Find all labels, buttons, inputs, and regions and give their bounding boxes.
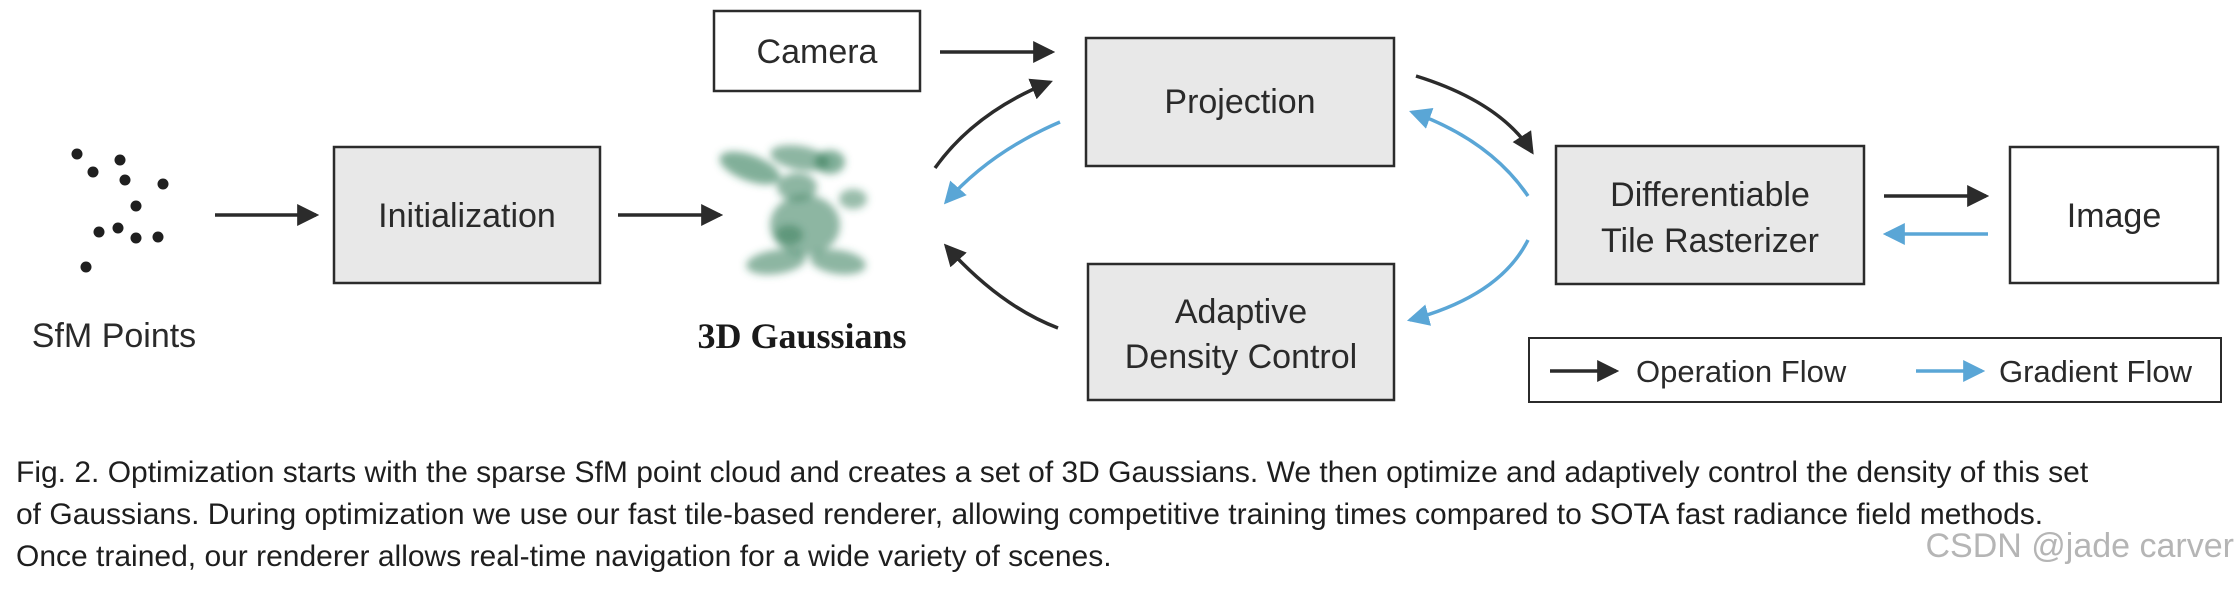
rasterizer-box: Differentiable Tile Rasterizer <box>1554 144 1866 286</box>
legend: Operation Flow Gradient Flow <box>1528 337 2222 403</box>
initialization-label: Initialization <box>378 197 556 235</box>
watermark: CSDN @jade carver <box>1925 527 2235 565</box>
image-label: Image <box>2067 197 2162 235</box>
sfm-point-cloud <box>71 148 169 273</box>
sfm-points-label: SfM Points <box>32 317 196 355</box>
figure-caption: Fig. 2. Optimization starts with the spa… <box>16 452 2226 578</box>
projection-label: Projection <box>1164 83 1315 121</box>
arrow-rasterizer-to-adaptive-gradient <box>1406 239 1530 326</box>
arrow-adaptive-to-gaussians <box>943 243 1059 330</box>
rasterizer-label-line1: Differentiable <box>1610 176 1810 214</box>
adaptive-label-line1: Adaptive <box>1175 293 1307 331</box>
caption-line-1: Fig. 2. Optimization starts with the spa… <box>16 456 2089 489</box>
pipeline-diagram: SfM Points Initialization 3D Gaussians C… <box>32 9 2222 403</box>
projection-box: Projection <box>1084 36 1396 168</box>
gaussians-label: 3D Gaussians <box>697 316 906 356</box>
arrow-gaussians-to-projection <box>933 78 1053 170</box>
arrow-projection-to-rasterizer <box>1415 74 1534 155</box>
arrow-rasterizer-to-projection-gradient <box>1409 108 1530 197</box>
initialization-box: Initialization <box>332 145 602 285</box>
image-box: Image <box>2008 145 2220 285</box>
legend-gradient-label: Gradient Flow <box>1999 354 2193 389</box>
arrow-projection-to-gaussians-gradient <box>943 120 1061 205</box>
adaptive-density-box: Adaptive Density Control <box>1086 262 1396 402</box>
legend-operation-label: Operation Flow <box>1636 354 1847 389</box>
camera-box: Camera <box>712 9 922 93</box>
caption-line-3: Once trained, our renderer allows real-t… <box>16 540 1112 573</box>
gaussians-blob <box>719 145 867 275</box>
camera-label: Camera <box>757 33 878 71</box>
adaptive-label-line2: Density Control <box>1125 338 1357 376</box>
rasterizer-label-line2: Tile Rasterizer <box>1601 222 1819 260</box>
caption-line-2: of Gaussians. During optimization we use… <box>16 498 2044 531</box>
